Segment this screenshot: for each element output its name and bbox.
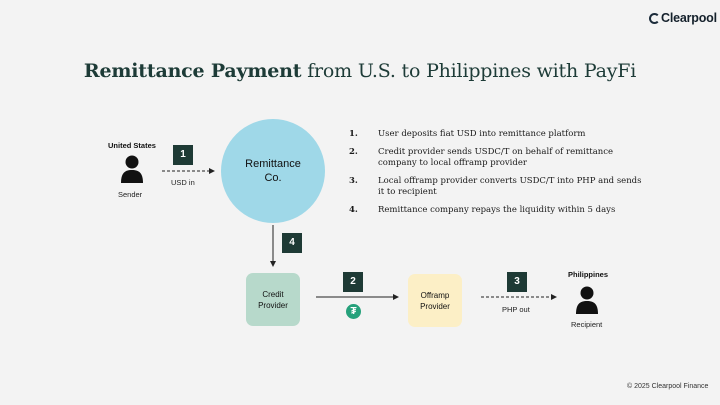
recipient-person-icon [576,286,598,314]
step-number: 3. [349,176,358,186]
tether-icon: ₮ [346,304,361,319]
step-text: User deposits fiat USD into remittance p… [378,129,586,139]
remittance-company-node: Remittance Co. [221,119,325,223]
step-badge-1: 1 [173,145,193,165]
offramp-provider-node: Offramp Provider [408,274,462,327]
step-item: 4. Remittance company repays the liquidit… [349,205,649,216]
php-out-label: PHP out [502,305,530,314]
sender-label: Sender [118,190,143,199]
step-number: 2. [349,147,358,157]
step-text: Remittance company repays the liquidity … [378,205,616,215]
step-badge-4: 4 [282,233,302,253]
step-badge-2: 2 [343,272,363,292]
step-number: 4. [349,205,358,215]
credit-line2: Provider [258,300,288,310]
credit-provider-node: Credit Provider [246,273,300,326]
step-text: Local offramp provider converts USDC/T i… [378,176,642,197]
offramp-line1: Offramp [420,290,450,300]
sender-person-icon [121,155,143,183]
recipient-country: Philippines [568,270,609,279]
step-item: 3. Local offramp provider converts USDC/T… [349,176,649,198]
step-number: 1. [349,129,358,139]
recipient-label: Recipient [571,320,603,329]
logo-text: Clearpool [661,11,717,25]
usd-in-label: USD in [171,178,195,187]
remittance-line2: Co. [264,172,282,184]
step-text: Credit provider sends USDC/T on behalf o… [378,147,614,168]
offramp-line2: Provider [420,301,450,311]
clearpool-logo-icon [649,12,660,24]
page-title: Remittance Payment from U.S. to Philippi… [0,60,720,82]
credit-line1: Credit [262,289,284,299]
title-strong: Remittance Payment [83,60,302,82]
step-badge-3: 3 [507,272,527,292]
remittance-line1: Remittance [245,158,301,170]
clearpool-logo: Clearpool [649,11,717,25]
title-rest: from U.S. to Philippines with PayFi [301,60,637,82]
steps-list: 1. User deposits fiat USD into remittance… [349,129,649,223]
sender-country: United States [108,141,156,150]
step-item: 1. User deposits fiat USD into remittance… [349,129,649,140]
footer-copyright: © 2025 Clearpool Finance [627,383,709,390]
step-item: 2. Credit provider sends USDC/T on behalf… [349,147,649,169]
